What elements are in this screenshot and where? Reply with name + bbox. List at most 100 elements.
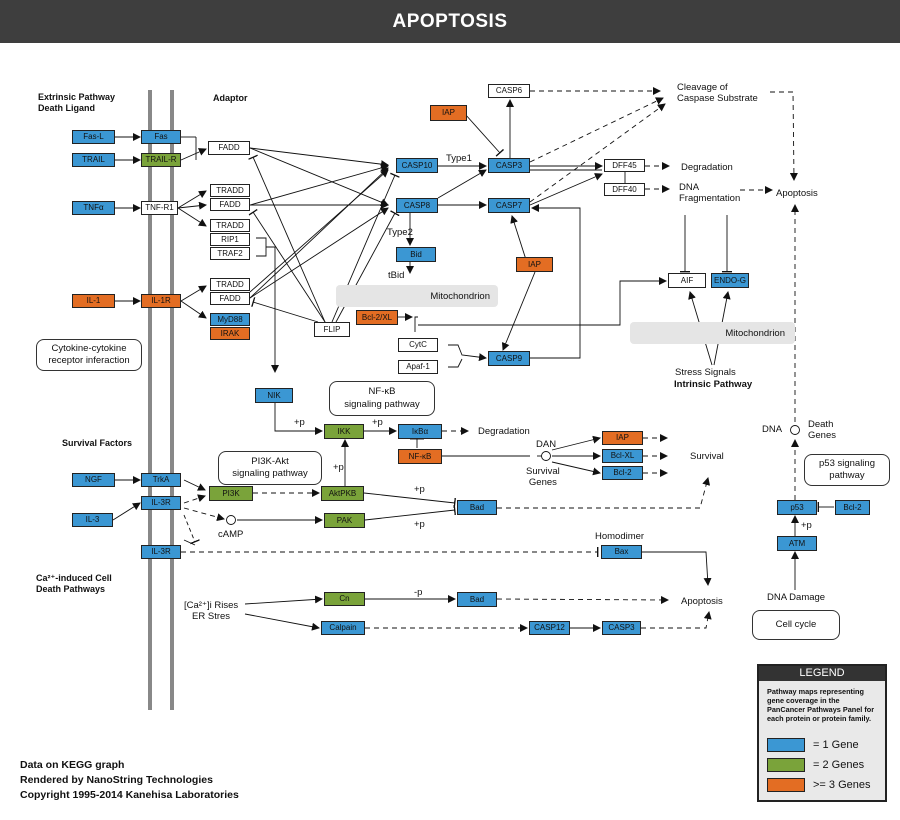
label-minus-p: -p xyxy=(414,587,423,598)
footer-credits: Data on KEGG graph Rendered by NanoStrin… xyxy=(20,758,239,803)
node-pi3k: PI3K xyxy=(209,486,253,501)
node-casp3: CASP3 xyxy=(488,158,530,173)
node-dff40: DFF40 xyxy=(604,183,645,196)
label-survival-factors: Survival Factors xyxy=(62,438,133,448)
label-ca-rises: [Ca²⁺]i Rises ER Stres xyxy=(184,600,239,623)
node-pak: PAK xyxy=(324,513,365,528)
node-nik: NIK xyxy=(255,388,293,403)
label-dna-damage: DNA Damage xyxy=(767,592,826,603)
node-casp10: CASP10 xyxy=(396,158,438,173)
label-plus-p-2: +p xyxy=(372,417,383,428)
node-trka: TrkA xyxy=(141,473,181,487)
label-plus-p-5: +p xyxy=(414,519,425,530)
legend-swatch-blue xyxy=(767,738,805,752)
label-dan: DAN xyxy=(536,439,557,450)
node-trail-r: TRAIL-R xyxy=(141,153,181,167)
legend-description: Pathway maps representing gene coverage … xyxy=(767,687,875,724)
node-bad-2: Bad xyxy=(457,592,497,607)
footer-line-1: Data on KEGG graph xyxy=(20,759,125,771)
node-iap-1: IAP xyxy=(430,105,467,121)
node-tradd-1: TRADD xyxy=(210,184,250,197)
cytokine-receptor-box[interactable]: Cytokine-cytokine receptor inferaction xyxy=(36,339,142,371)
legend-label-one: = 1 Gene xyxy=(813,739,859,751)
node-apaf-1: Apaf-1 xyxy=(398,360,438,374)
node-traf2: TRAF2 xyxy=(210,247,250,260)
label-camp: cAMP xyxy=(218,529,244,540)
label-adaptor: Adaptor xyxy=(213,93,248,103)
label-survival-genes: Survival Genes xyxy=(526,466,560,489)
label-plus-p-3: +p xyxy=(333,462,344,473)
label-plus-p-1: +p xyxy=(294,417,305,428)
nfkb-pathway-box[interactable]: NF-κB signaling pathway xyxy=(329,381,435,416)
node-atm: ATM xyxy=(777,536,817,551)
node-cn: Cn xyxy=(324,592,365,606)
legend-row-two: = 2 Genes xyxy=(767,758,864,772)
node-dff45: DFF45 xyxy=(604,159,645,172)
pi3k-akt-pathway-box[interactable]: PI3K-Akt signaling pathway xyxy=(218,451,322,485)
node-iap-2: IAP xyxy=(516,257,553,272)
node-bid: Bid xyxy=(396,247,436,262)
legend: LEGEND Pathway maps representing gene co… xyxy=(757,664,887,802)
label-ca-induced: Ca²⁺-induced Cell Death Pathways xyxy=(36,573,112,594)
mitochondrion-1: Mitochondrion xyxy=(336,285,498,307)
label-apoptosis-2: Apoptosis xyxy=(681,596,723,607)
node-casp12: CASP12 xyxy=(529,621,570,635)
footer-line-2: Rendered by NanoString Technologies xyxy=(20,774,213,786)
label-type1: Type1 xyxy=(446,153,472,164)
node-fas: Fas xyxy=(141,130,181,144)
label-dna-fragmentation: DNA Fragmentation xyxy=(679,182,741,205)
cell-cycle-box[interactable]: Cell cycle xyxy=(752,610,840,640)
node-bcl-2-xl-1: Bcl-2/XL xyxy=(356,310,398,325)
node-casp9: CASP9 xyxy=(488,351,530,366)
footer-line-3: Copyright 1995-2014 Kanehisa Laboratorie… xyxy=(20,789,239,801)
node-nf-kb: NF-κB xyxy=(398,449,442,464)
node-tnf-r1: TNF-R1 xyxy=(141,201,178,215)
label-tbid: tBid xyxy=(388,270,405,281)
node-ikba: IκBα xyxy=(398,424,442,439)
label-death-genes: Death Genes xyxy=(808,419,836,442)
node-ngf: NGF xyxy=(72,473,115,487)
label-type2: Type2 xyxy=(387,227,413,238)
label-stress-signals: Stress Signals xyxy=(675,367,736,378)
label-cleavage: Cleavage of Caspase Substrate xyxy=(677,82,758,105)
node-il-3r-2: IL-3R xyxy=(141,545,181,559)
node-flip: FLIP xyxy=(314,322,350,337)
legend-label-two: = 2 Genes xyxy=(813,759,865,771)
legend-swatch-orange xyxy=(767,778,805,792)
node-bcl-2-a: Bcl-2 xyxy=(602,466,643,480)
p53-pathway-box[interactable]: p53 signaling pathway xyxy=(804,454,890,486)
node-irak: IRAK xyxy=(210,327,250,340)
node-casp6: CASP6 xyxy=(488,84,530,98)
node-il-1r: IL-1R xyxy=(141,294,181,308)
legend-row-three: >= 3 Genes xyxy=(767,778,871,792)
node-calpain: Calpain xyxy=(321,621,365,635)
node-tradd-3: TRADD xyxy=(210,278,250,291)
label-apoptosis-1: Apoptosis xyxy=(776,188,818,199)
node-tradd-2: TRADD xyxy=(210,219,250,232)
node-bcl-xl: Bcl-XL xyxy=(602,449,643,463)
node-fadd-3: FADD xyxy=(210,292,250,305)
node-aktpkb: AktPKB xyxy=(321,486,364,501)
label-homodimer: Homodimer xyxy=(595,531,645,542)
node-tnfa: TNFα xyxy=(72,201,115,215)
label-degradation-1: Degradation xyxy=(681,162,733,173)
node-trail: TRAIL xyxy=(72,153,115,167)
node-casp3-b: CASP3 xyxy=(602,621,641,635)
node-cytc: CytC xyxy=(398,338,438,352)
page-title: APOPTOSIS xyxy=(0,0,900,43)
node-iap-3: IAP xyxy=(602,431,643,445)
label-dna: DNA xyxy=(762,424,783,435)
node-il-1: IL-1 xyxy=(72,294,115,308)
legend-swatch-green xyxy=(767,758,805,772)
node-fas-l: Fas-L xyxy=(72,130,115,144)
label-plus-p-6: +p xyxy=(801,520,812,531)
node-rip1: RIP1 xyxy=(210,233,250,246)
legend-row-one: = 1 Gene xyxy=(767,738,859,752)
node-aif: AIF xyxy=(668,273,706,288)
node-ikk: IKK xyxy=(324,424,364,439)
label-extrinsic-pathway: Extrinsic Pathway Death Ligand xyxy=(38,92,116,113)
node-il-3r-1: IL-3R xyxy=(141,496,181,510)
node-bad-1: Bad xyxy=(457,500,497,515)
node-bax: Bax xyxy=(601,545,642,559)
